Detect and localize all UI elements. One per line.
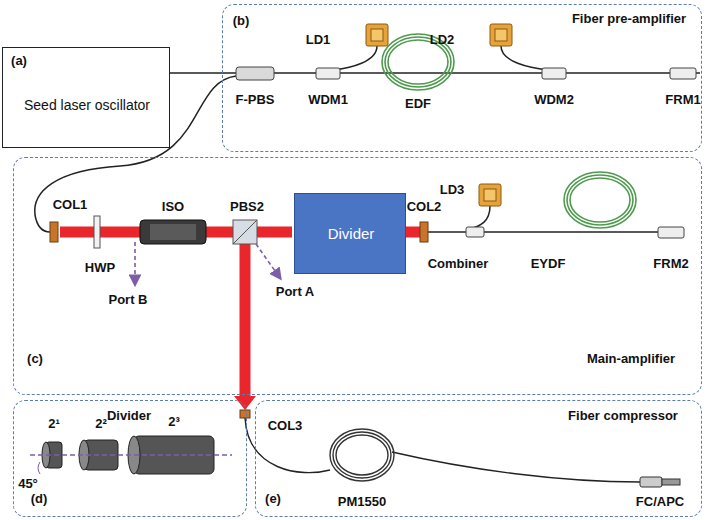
port-arrow — [134, 242, 136, 284]
eydf-coil — [564, 172, 636, 228]
section-panel: (b) Fiber pre-amplifier — [222, 4, 702, 152]
part-label: HWP — [85, 261, 115, 275]
collimator — [50, 222, 58, 242]
wdm — [542, 68, 566, 79]
part-label: Combiner — [428, 257, 489, 271]
panel-title: Divider — [328, 225, 375, 242]
part-label: 45° — [18, 477, 38, 491]
part-label: 2³ — [168, 415, 180, 429]
panel-title: Fiber pre-amplifier — [572, 12, 686, 27]
panel-title: Seed laser oscillator — [24, 97, 150, 113]
part-label: COL2 — [407, 200, 442, 214]
part-label: LD3 — [440, 183, 465, 197]
wdm — [316, 68, 340, 79]
panel-letter: (d) — [31, 492, 48, 507]
part-label: WDM2 — [534, 93, 574, 107]
fiber-pbs — [236, 67, 274, 80]
laser-diode — [366, 24, 512, 206]
part-label: 2¹ — [48, 417, 60, 431]
panel-title: Fiber compressor — [568, 409, 678, 424]
faraday-mirror — [658, 227, 684, 238]
panel-letter: (b) — [233, 14, 250, 29]
faraday-mirror — [670, 68, 696, 79]
part-label: COL3 — [268, 419, 303, 433]
part-label: LD2 — [430, 33, 455, 47]
part-label: PM1550 — [338, 495, 386, 509]
section-panel: (e) Fiber compressor — [255, 400, 702, 517]
part-label: EDF — [405, 97, 431, 111]
panel-title: Main-amplifier — [587, 352, 675, 367]
part-label: WDM1 — [308, 93, 348, 107]
isolator — [140, 220, 206, 244]
part-label: FRM1 — [665, 93, 700, 107]
part-label: FRM2 — [653, 257, 688, 271]
part-label: LD1 — [306, 33, 331, 47]
divider-box: Divider — [294, 193, 406, 274]
panel-letter: (e) — [265, 492, 281, 507]
combiner — [466, 227, 484, 237]
port-arrow — [256, 244, 280, 278]
section-panel: (c) Main-amplifier Divider — [13, 157, 702, 395]
part-label: ISO — [162, 200, 184, 214]
part-label: 2² — [95, 417, 107, 431]
panel-letter: (a) — [11, 54, 27, 69]
section-panel: (d) Divider — [13, 400, 247, 517]
part-label: COL1 — [53, 198, 88, 212]
fiber-line — [245, 418, 640, 482]
half-wave-plate — [94, 216, 100, 248]
birefringent-crystals — [30, 436, 232, 474]
part-label: Port A — [276, 285, 315, 299]
pm-fiber-coil — [330, 429, 394, 481]
panel-title: Divider — [107, 409, 151, 424]
part-label: EYDF — [531, 257, 566, 271]
collimator — [240, 410, 250, 418]
part-label: Port B — [109, 293, 148, 307]
polarizing-beam-splitter — [233, 220, 257, 244]
part-label: FC/APC — [636, 495, 684, 509]
panel-letter: (c) — [27, 352, 43, 367]
oscillator-box: (a) Seed laser oscillator — [2, 47, 170, 148]
part-label: PBS2 — [230, 200, 264, 214]
fc-apc-connector — [640, 477, 680, 487]
part-label: F-PBS — [236, 93, 275, 107]
collimator — [420, 222, 428, 242]
